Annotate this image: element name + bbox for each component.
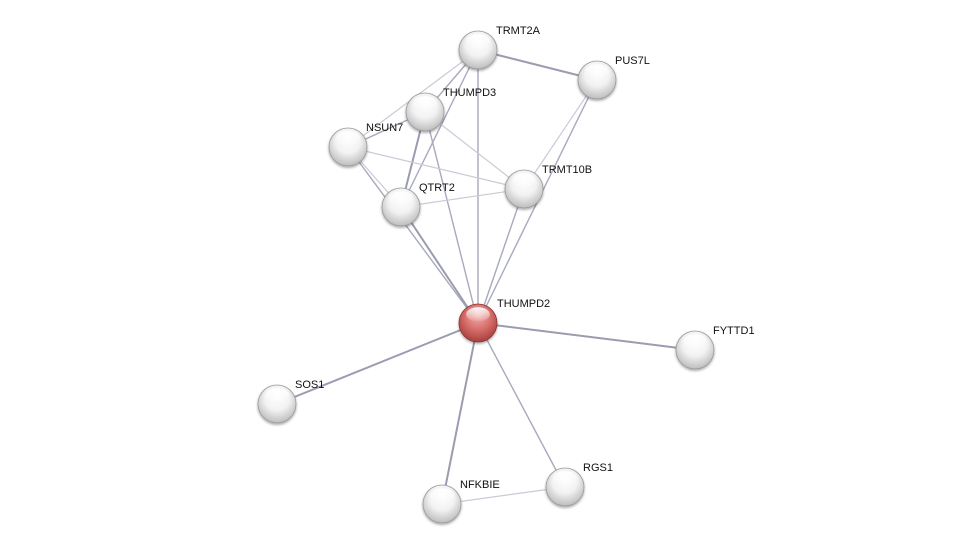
node-label: THUMPD3 [443, 87, 496, 99]
node-label: QTRT2 [419, 182, 455, 194]
node-highlight [683, 334, 707, 349]
node-label: THUMPD2 [497, 298, 550, 310]
node-fyttd1[interactable]: FYTTD1 [675, 325, 755, 370]
node-thumpd3[interactable]: THUMPD3 [405, 87, 496, 132]
node-label: RGS1 [583, 462, 613, 474]
edge-thumpd2-fyttd1 [477, 322, 696, 351]
node-label: TRMT2A [496, 25, 541, 37]
node-trmt2a[interactable]: TRMT2A [458, 25, 541, 70]
node-label: NFKBIE [460, 479, 500, 491]
edge-trmt2a-pus7l [477, 49, 598, 81]
node-label: TRMT10B [542, 164, 592, 176]
node-pus7l[interactable]: PUS7L [577, 55, 650, 100]
edge-pus7l-trmt10b [523, 79, 598, 190]
node-qtrt2[interactable]: QTRT2 [381, 182, 455, 227]
node-highlight [553, 471, 577, 486]
edge-thumpd3-thumpd2 [424, 111, 479, 324]
edge-nfkbie-rgs1 [441, 486, 566, 505]
node-nsun7[interactable]: NSUN7 [328, 122, 403, 167]
node-highlight [389, 191, 413, 206]
node-highlight [430, 488, 454, 503]
edge-nsun7-trmt10b [347, 146, 525, 190]
edges-layer [276, 49, 696, 505]
edge-qtrt2-trmt10b [400, 188, 525, 208]
edge-qtrt2-thumpd2 [400, 206, 479, 324]
node-highlight [466, 307, 490, 322]
node-label: SOS1 [295, 379, 324, 391]
edge-thumpd2-nfkbie [441, 322, 479, 505]
edge-thumpd3-trmt10b [424, 111, 525, 190]
edge-trmt10b-thumpd2 [477, 188, 525, 324]
node-label: PUS7L [615, 55, 650, 67]
edge-trmt2a-qtrt2 [400, 49, 479, 208]
node-sos1[interactable]: SOS1 [257, 379, 324, 424]
edge-nsun7-thumpd2 [347, 146, 479, 324]
node-trmt10b[interactable]: TRMT10B [504, 164, 592, 209]
node-highlight [585, 64, 609, 79]
node-rgs1[interactable]: RGS1 [545, 462, 613, 507]
node-highlight [413, 96, 437, 111]
node-highlight [265, 388, 289, 403]
node-highlight [466, 34, 490, 49]
node-highlight [512, 173, 536, 188]
edge-thumpd2-rgs1 [477, 322, 566, 488]
node-label: FYTTD1 [713, 325, 755, 337]
node-label: NSUN7 [366, 122, 403, 134]
node-nfkbie[interactable]: NFKBIE [422, 479, 500, 524]
node-thumpd2[interactable]: THUMPD2 [458, 298, 550, 343]
node-highlight [336, 131, 360, 146]
edge-thumpd2-sos1 [276, 322, 479, 405]
